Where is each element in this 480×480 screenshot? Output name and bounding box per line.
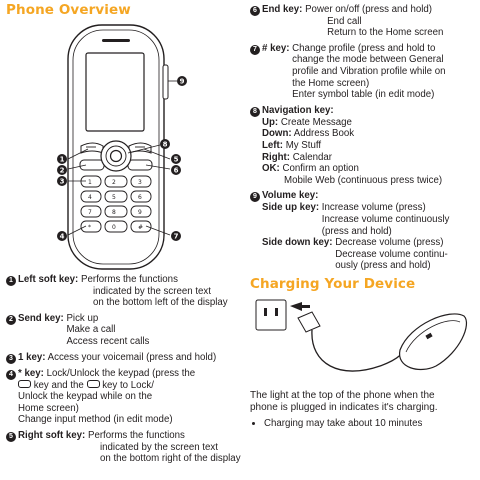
charger-adapter bbox=[297, 311, 321, 333]
volume-side-key bbox=[162, 64, 169, 100]
svg-text:5: 5 bbox=[174, 156, 179, 164]
earpiece bbox=[102, 39, 130, 42]
svg-text:0: 0 bbox=[112, 224, 116, 231]
charging-description: The light at the top of the phone when t… bbox=[250, 389, 438, 413]
side-down-key-entry: Side down key: Decrease volume (press) D… bbox=[262, 237, 448, 272]
section-title-charging: Charging Your Device bbox=[250, 275, 416, 292]
svg-text:9: 9 bbox=[180, 78, 185, 86]
svg-text:1: 1 bbox=[88, 179, 92, 186]
svg-text:6: 6 bbox=[138, 194, 142, 201]
hash-key-entry: 7# key: Change profile (press and hold t… bbox=[250, 43, 476, 101]
charging-bullets: Charging may take about 10 minutes bbox=[250, 418, 476, 430]
callout-badges: 9 8 1 5 2 6 3 4 7 bbox=[57, 76, 187, 241]
svg-text:7: 7 bbox=[88, 209, 92, 216]
wall-outlet bbox=[255, 299, 287, 331]
svg-text:2: 2 bbox=[60, 167, 65, 175]
svg-text:3: 3 bbox=[60, 178, 65, 186]
svg-text:2: 2 bbox=[112, 179, 116, 186]
svg-text:1: 1 bbox=[60, 156, 65, 164]
keypad bbox=[80, 175, 152, 233]
arrow-icon bbox=[290, 301, 310, 311]
svg-text:4: 4 bbox=[60, 233, 65, 241]
end-key-icon bbox=[86, 379, 100, 388]
left-column: Phone Overview 1 2 3 4 5 6 bbox=[6, 0, 244, 469]
phone-screen bbox=[85, 52, 145, 132]
svg-text:9: 9 bbox=[138, 209, 142, 216]
phone-side-view bbox=[399, 313, 468, 370]
svg-text:#: # bbox=[138, 224, 143, 231]
svg-text:4: 4 bbox=[88, 194, 92, 201]
svg-text:8: 8 bbox=[112, 209, 116, 216]
svg-text:*: * bbox=[88, 224, 91, 231]
left-soft-key-shape bbox=[80, 142, 104, 154]
svg-text:6: 6 bbox=[174, 167, 179, 175]
phone-illustration: 1 2 3 4 5 6 7 8 9 * 0 # 9 8 1 5 2 6 3 4 7 bbox=[57, 24, 187, 270]
side-up-key-entry: Side up key: Increase volume (press) Inc… bbox=[262, 202, 450, 237]
charging-illustration bbox=[255, 299, 468, 372]
svg-text:8: 8 bbox=[163, 141, 168, 149]
send-key-icon bbox=[18, 379, 31, 388]
svg-text:7: 7 bbox=[174, 233, 179, 241]
send-key-shape bbox=[79, 159, 105, 171]
svg-text:3: 3 bbox=[138, 179, 142, 186]
list-item: Charging may take about 10 minutes bbox=[264, 418, 476, 430]
star-key-entry: 4* key: Lock/Unlock the keypad (press th… bbox=[6, 368, 244, 426]
section-title-phone-overview: Phone Overview bbox=[6, 2, 131, 18]
charger-cable bbox=[311, 329, 409, 372]
svg-text:5: 5 bbox=[112, 194, 116, 201]
